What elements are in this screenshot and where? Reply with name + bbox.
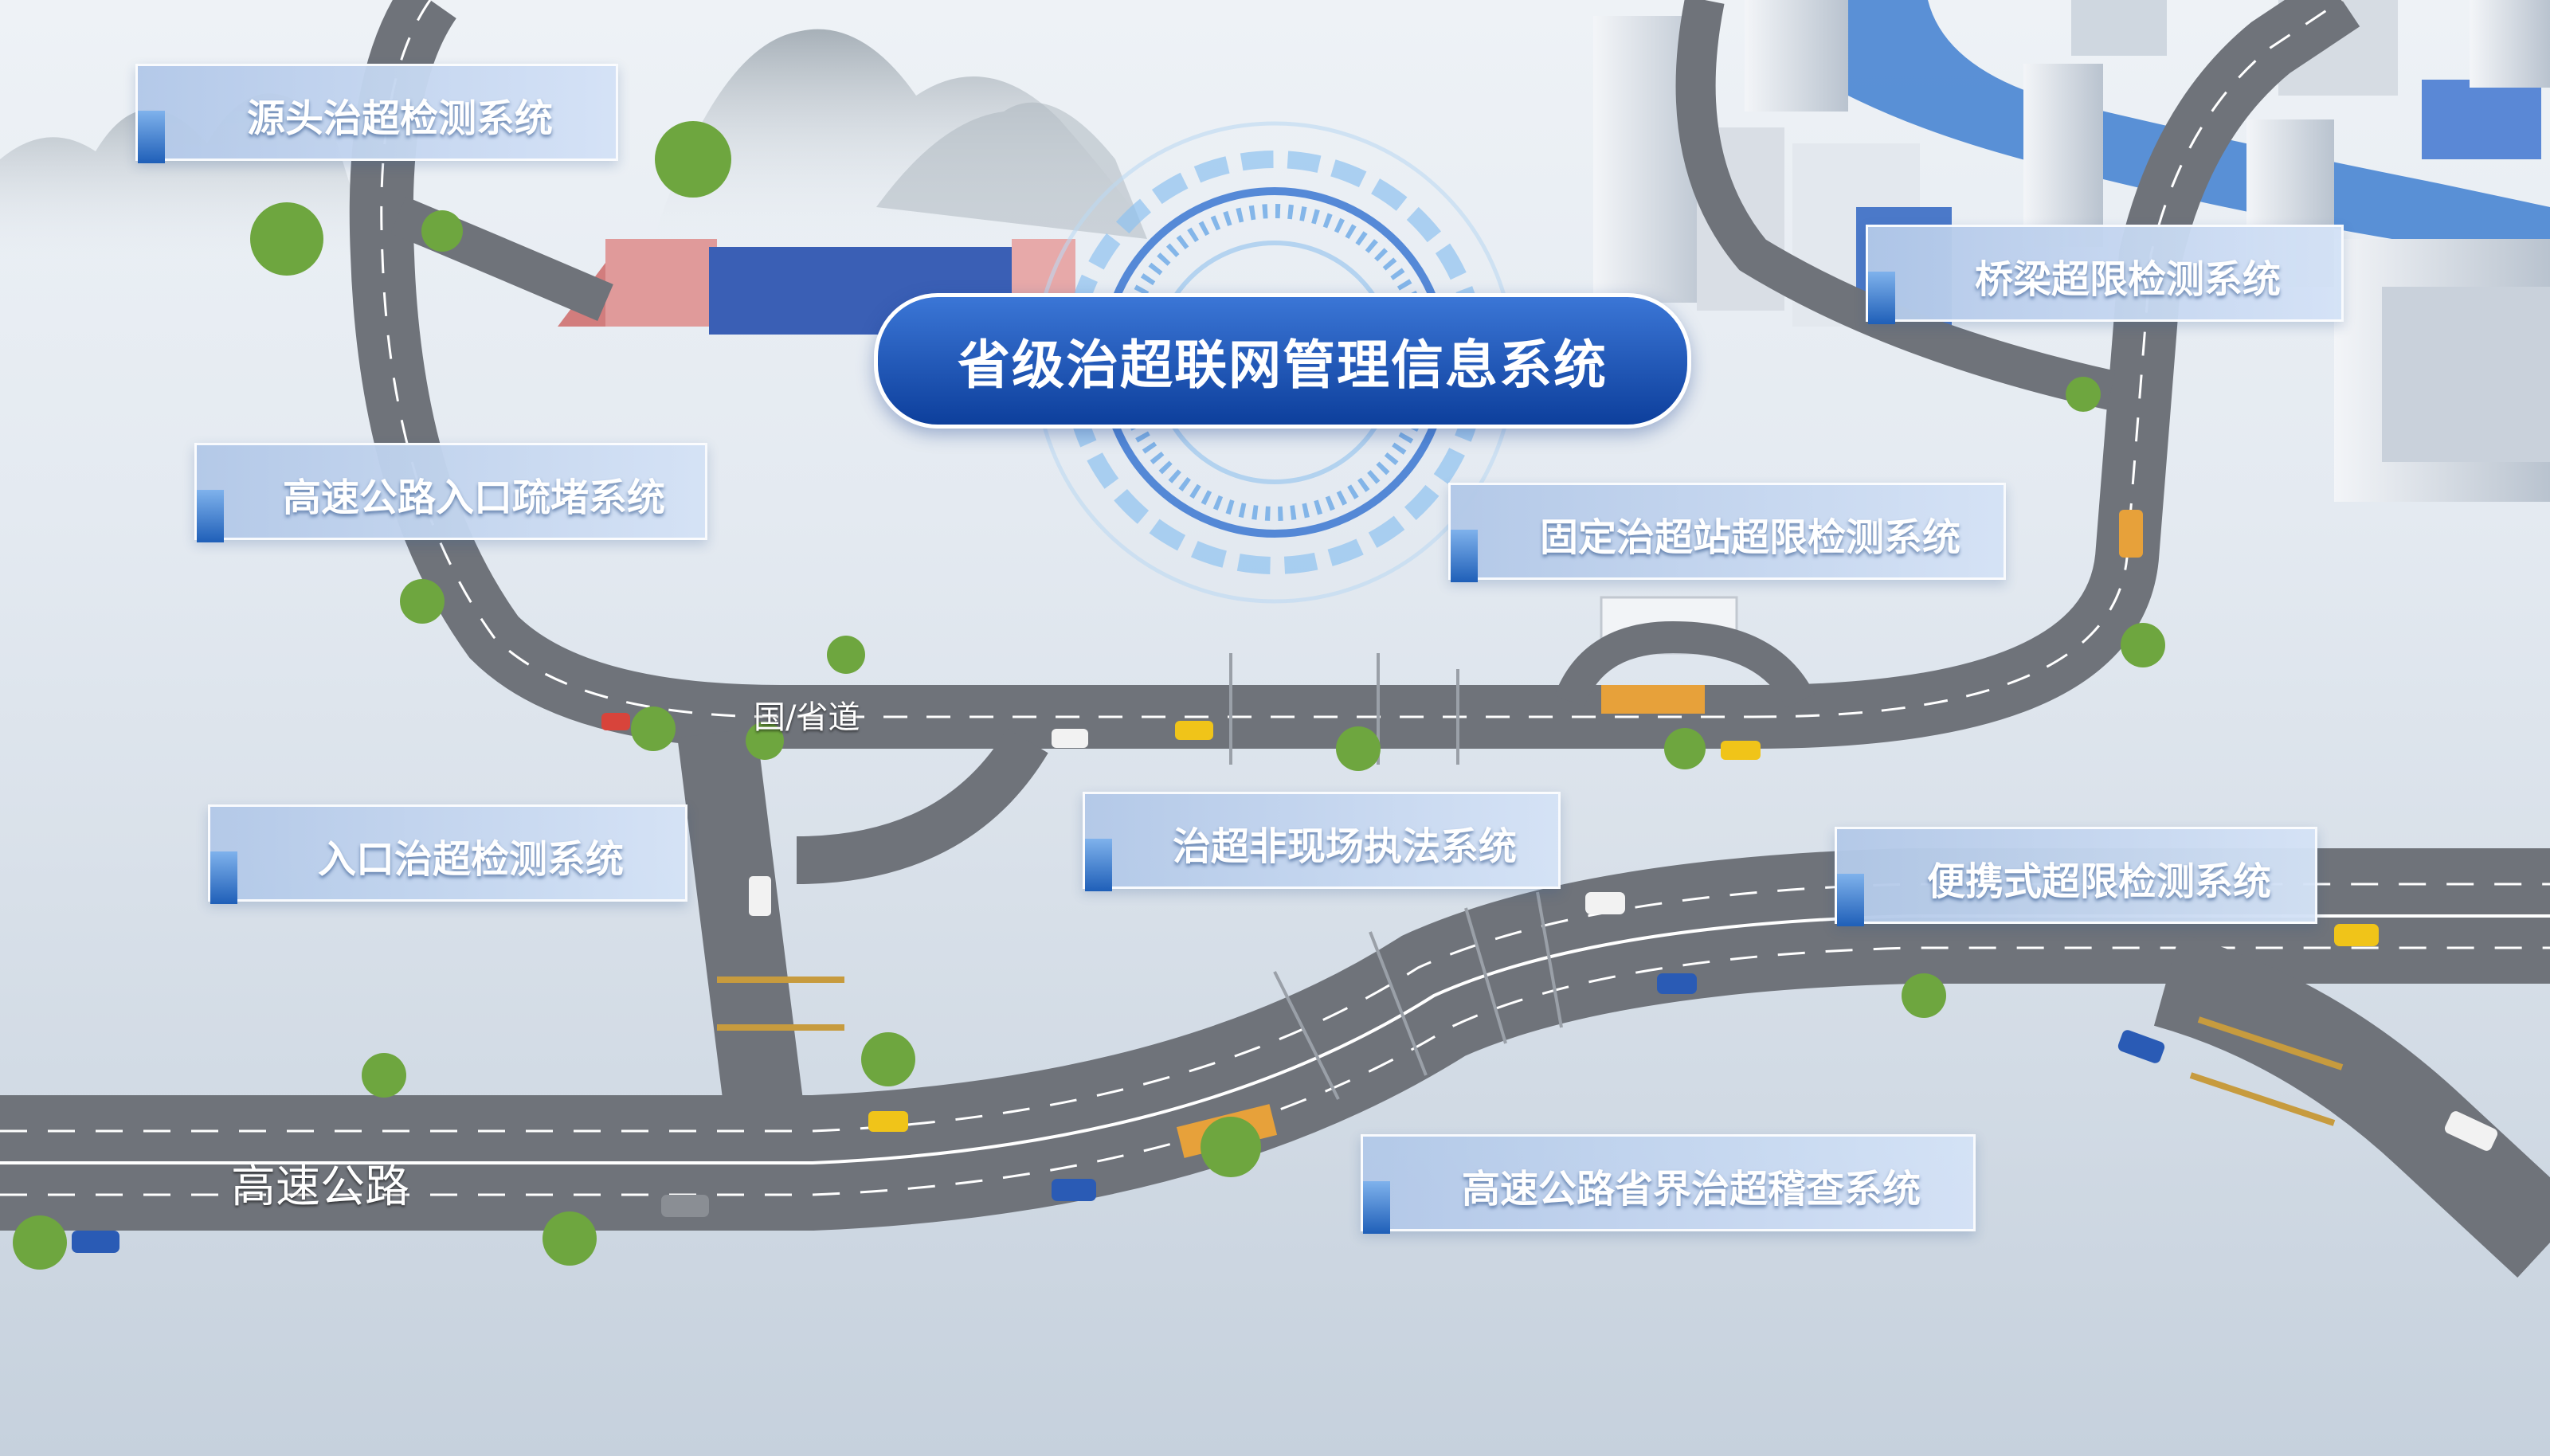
- label-accent-bar: [197, 490, 224, 542]
- city-buildings: [1593, 0, 2550, 502]
- label-text: 便携式超限检测系统: [1926, 859, 2271, 904]
- road-label-highway: 高速公路: [231, 1161, 409, 1213]
- label-accent-bar: [1085, 839, 1112, 891]
- label-text: 高速公路入口疏堵系统: [282, 476, 665, 520]
- road-label-provincial: 国/省道: [754, 699, 860, 736]
- label-highway-entrance-unblock[interactable]: 高速公路入口疏堵系统: [194, 443, 707, 542]
- label-offsite-enforcement[interactable]: 治超非现场执法系统: [1083, 792, 1561, 891]
- label-text: 固定治超站超限检测系统: [1539, 515, 1960, 560]
- label-accent-bar: [1868, 272, 1895, 324]
- main-title-text: 省级治超联网管理信息系统: [958, 335, 1608, 396]
- label-provincial-border-inspection[interactable]: 高速公路省界治超稽查系统: [1361, 1134, 1976, 1234]
- label-source-detection[interactable]: 源头治超检测系统: [135, 64, 618, 163]
- label-text: 高速公路省界治超稽查系统: [1461, 1167, 1921, 1211]
- label-text: 源头治超检测系统: [246, 96, 553, 141]
- trees: [13, 121, 2165, 1270]
- label-fixed-station-detection[interactable]: 固定治超站超限检测系统: [1448, 483, 2006, 582]
- label-accent-bar: [210, 851, 237, 904]
- label-entrance-detection[interactable]: 入口治超检测系统: [208, 804, 687, 904]
- toll-gates: [717, 977, 2344, 1126]
- label-text: 入口治超检测系统: [317, 837, 624, 882]
- label-accent-bar: [1363, 1181, 1390, 1234]
- label-accent-bar: [138, 111, 165, 163]
- label-text: 桥梁超限检测系统: [1974, 257, 2281, 302]
- label-text: 治超非现场执法系统: [1172, 824, 1517, 869]
- label-accent-bar: [1837, 874, 1864, 926]
- label-portable-detection[interactable]: 便携式超限检测系统: [1835, 827, 2317, 926]
- label-accent-bar: [1451, 530, 1478, 582]
- main-title: 省级治超联网管理信息系统: [874, 293, 1691, 429]
- label-bridge-detection[interactable]: 桥梁超限检测系统: [1866, 225, 2344, 324]
